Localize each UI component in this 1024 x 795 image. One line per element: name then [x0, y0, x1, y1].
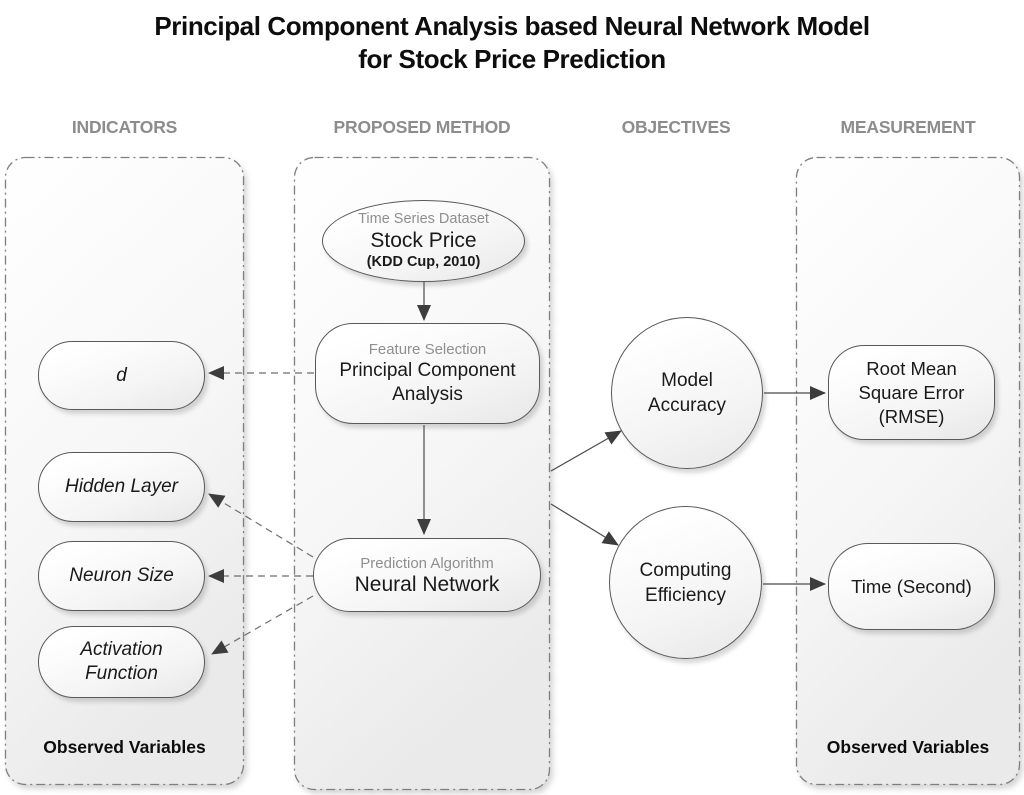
node-model-accuracy: Model Accuracy: [611, 317, 763, 469]
node-computing-efficiency: Computing Efficiency: [609, 506, 762, 659]
node-time-series-dataset: Time Series Dataset Stock Price (KDD Cup…: [322, 200, 525, 282]
node-activation-function: Activation Function: [38, 626, 205, 698]
footer-observed-variables-indicators: Observed Variables: [43, 737, 206, 757]
node-time-second: Time (Second): [828, 543, 995, 630]
pca-subtitle: Feature Selection: [368, 341, 487, 358]
node-rmse: Root Mean Square Error (RMSE): [828, 345, 995, 440]
node-neuron-size: Neuron Size: [38, 541, 205, 611]
node-principal-component-analysis: Feature Selection Principal Component An…: [315, 323, 540, 424]
dataset-note: (KDD Cup, 2010): [366, 254, 481, 270]
diagram-title-line1: Principal Component Analysis based Neura…: [154, 11, 870, 41]
container-proposed-method: [293, 156, 551, 791]
node-hidden-layer: Hidden Layer: [38, 452, 205, 522]
dataset-title: Stock Price: [370, 229, 477, 252]
column-header-objectives: OBJECTIVES: [621, 117, 731, 137]
column-header-measurement: MEASUREMENT: [840, 117, 976, 137]
node-neural-network: Prediction Algorithm Neural Network: [313, 538, 541, 612]
diagram-title-line2: for Stock Price Prediction: [358, 44, 666, 74]
container-measurement: [795, 156, 1021, 786]
diagram-title: Principal Component Analysis based Neura…: [0, 10, 1024, 76]
column-header-indicators: INDICATORS: [71, 117, 178, 137]
pca-title: Principal Component Analysis: [339, 360, 516, 405]
column-header-proposed-method: PROPOSED METHOD: [333, 117, 511, 137]
node-d: d: [38, 341, 205, 410]
nn-title: Neural Network: [354, 572, 500, 596]
nn-subtitle: Prediction Algorithm: [360, 554, 494, 572]
dataset-subtitle: Time Series Dataset: [358, 211, 489, 227]
footer-observed-variables-measurement: Observed Variables: [826, 737, 990, 757]
